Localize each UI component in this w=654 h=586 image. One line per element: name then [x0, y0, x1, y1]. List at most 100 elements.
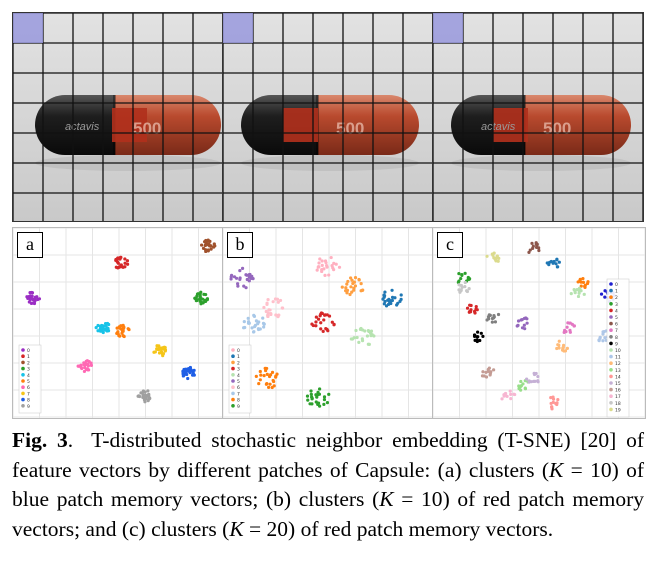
scatter-point — [562, 349, 566, 353]
scatter-point — [549, 396, 553, 400]
legend-label: 3 — [27, 367, 30, 373]
scatter-point — [598, 336, 602, 340]
legend-marker — [609, 361, 613, 365]
caption-text-3: ) of red patch memory vectors; and (c) c… — [12, 487, 644, 541]
scatter-point — [94, 326, 98, 330]
scatter-point — [372, 334, 376, 338]
scatter-point — [536, 374, 540, 379]
scatter-point — [349, 337, 353, 341]
scatter-point — [520, 317, 524, 322]
legend-marker — [231, 391, 235, 396]
scatter-point — [250, 326, 254, 330]
caption-text-2: ) of blue patch memory vectors; (b) clus… — [12, 457, 644, 512]
scatter-point — [80, 366, 84, 371]
scatter-point — [475, 339, 479, 344]
scatter-point — [353, 276, 358, 280]
scatter-point — [243, 325, 247, 330]
scatter-point — [573, 291, 577, 295]
scatter-point — [520, 326, 525, 330]
scatter-point — [459, 276, 463, 281]
scatter-point — [490, 316, 495, 321]
scatter-point — [330, 320, 334, 324]
caption-k1-var: K — [549, 457, 564, 482]
scatter-point — [104, 324, 108, 328]
scatter-point — [193, 296, 197, 300]
legend-marker — [231, 385, 235, 389]
scatter-point — [576, 294, 581, 299]
scatter-point — [316, 265, 320, 269]
legend-label: 8 — [27, 398, 30, 404]
scatter-point — [522, 323, 526, 327]
scatter-point — [481, 370, 485, 374]
scatter-point — [525, 321, 529, 325]
caption-k2-var: K — [379, 487, 394, 511]
legend-marker — [609, 315, 613, 319]
legend-marker — [609, 354, 613, 359]
scatter-point — [229, 277, 233, 281]
scatter-point — [238, 269, 242, 273]
scatter-point — [186, 376, 190, 381]
scatter-point — [508, 389, 512, 393]
imprint-text: actavis — [481, 121, 516, 133]
scatter-point — [537, 246, 541, 250]
figure-label-sep: . — [67, 428, 74, 452]
scatter-point — [146, 393, 150, 397]
scatter-point — [474, 307, 478, 311]
scatter-point — [240, 266, 245, 270]
scatter-point — [509, 392, 513, 396]
scatter-point — [116, 260, 120, 264]
legend-marker — [21, 366, 25, 371]
scatter-point — [25, 295, 29, 299]
caption-k3-var: K — [229, 516, 244, 541]
scatter-point — [460, 285, 464, 290]
scatter-point — [103, 321, 108, 326]
scatter-point — [262, 373, 266, 378]
scatter-point — [383, 290, 387, 294]
scatter-point — [555, 258, 559, 262]
legend-label: 3 — [237, 367, 240, 373]
scatter-point — [352, 288, 356, 292]
legend-label: 0 — [237, 348, 240, 354]
legend-marker — [21, 379, 25, 383]
scatter-point — [346, 279, 350, 284]
caption-text-4: ) of red patch memory vectors. — [288, 516, 554, 541]
scatter-point — [155, 347, 159, 351]
scatter-point — [354, 328, 358, 333]
scatter-point — [28, 294, 33, 298]
scatter-point — [195, 292, 200, 296]
scatter-point — [550, 405, 554, 409]
scatter-point — [367, 342, 371, 346]
scatter-point — [318, 387, 322, 391]
legend-label: 5 — [237, 379, 240, 385]
scatter-point — [259, 373, 263, 377]
scatter-point — [206, 248, 210, 252]
scatter-point — [320, 259, 324, 263]
scatter-point — [76, 364, 80, 368]
legend-marker — [609, 368, 613, 372]
scatter-point — [519, 388, 523, 392]
scatter-point — [319, 321, 323, 325]
scatter-point — [205, 298, 209, 302]
scatter-point — [350, 290, 354, 294]
scatter-point — [601, 330, 605, 334]
legend-marker — [609, 387, 613, 392]
scatter-point — [577, 289, 581, 293]
legend-marker — [609, 282, 613, 286]
scatter-point — [567, 321, 572, 325]
legend-label: 7 — [27, 391, 30, 397]
figure-caption: Fig. 3.T-distributed stochastic neighbor… — [12, 426, 644, 544]
scatter-point — [523, 386, 527, 390]
panel-label-c: c — [437, 232, 463, 258]
scatter-point — [163, 349, 167, 353]
legend-marker — [231, 373, 235, 377]
scatter-point — [37, 297, 42, 301]
scatter-point — [242, 284, 246, 288]
legend-label: 9 — [27, 404, 30, 410]
legend-label: 8 — [615, 335, 618, 341]
legend-label: 9 — [615, 341, 618, 347]
scatter-point — [603, 336, 607, 340]
legend-marker — [21, 354, 25, 358]
legend-label: 6 — [27, 385, 30, 391]
scatter-point — [310, 402, 314, 406]
